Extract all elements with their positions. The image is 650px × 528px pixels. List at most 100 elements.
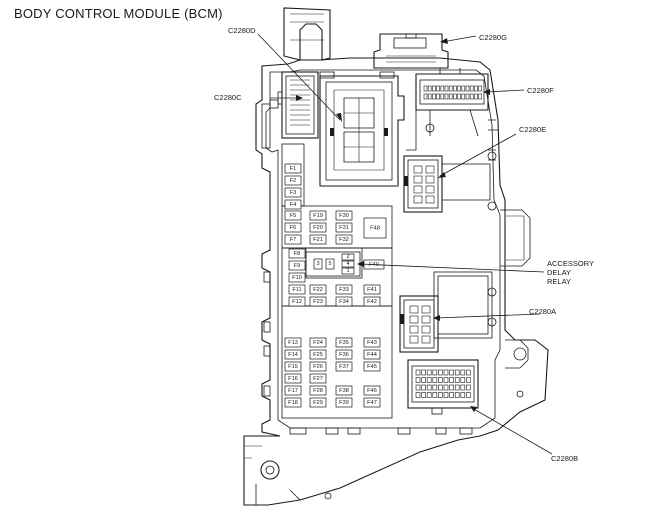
- connector-pin: [448, 93, 453, 100]
- connector-pin: [413, 165, 423, 174]
- connector-pin: [436, 85, 440, 92]
- relay-pin-5: 5: [328, 261, 331, 267]
- connector-pin: [469, 93, 474, 100]
- fuse-f21: F21: [309, 234, 327, 245]
- fuse-body: [363, 284, 381, 295]
- fuse-label: F4: [290, 202, 297, 208]
- fuse-body: [363, 385, 381, 396]
- connector-pin: [444, 93, 449, 100]
- connector-pin: [438, 369, 443, 376]
- fuse-body: [284, 163, 302, 174]
- fuse-body: [288, 260, 306, 271]
- fuse-label: F23: [313, 299, 323, 305]
- connector-pin: [415, 369, 421, 376]
- fuse-f8: F8: [288, 248, 306, 259]
- fuse-label: F19: [313, 213, 323, 219]
- fuse-body: [309, 222, 327, 233]
- fuse-f46: F46: [363, 385, 381, 396]
- diagram-title: BODY CONTROL MODULE (BCM): [14, 6, 223, 21]
- fuse-f37: F37: [335, 361, 353, 372]
- connector-c2280b: [407, 359, 479, 415]
- fuse-body: [363, 296, 381, 307]
- connector-pin: [443, 384, 449, 391]
- connector-pin: [457, 85, 461, 92]
- label-c2280a: C2280A: [529, 307, 556, 316]
- connector-pin: [474, 93, 478, 100]
- fuse-f17: F17: [284, 385, 302, 396]
- fuse-label: F42: [367, 299, 377, 305]
- connector-pin: [415, 384, 421, 391]
- connector-pin: [432, 384, 438, 391]
- connector-pin: [440, 93, 445, 100]
- fuse-body: [309, 296, 327, 307]
- connector-pin: [421, 335, 431, 344]
- fuse-label: F26: [313, 364, 323, 370]
- fuse-label: F43: [367, 340, 377, 346]
- connector-pin: [469, 85, 474, 92]
- connector-pin: [438, 377, 443, 383]
- fuse-f45: F45: [363, 361, 381, 372]
- connector-pin: [436, 93, 440, 100]
- connector-pin: [409, 325, 419, 334]
- fuse-f43: F43: [363, 337, 381, 348]
- fuse-label: F11: [292, 287, 301, 293]
- connector-pin: [438, 384, 443, 391]
- fuse-body: [284, 210, 302, 221]
- fuse-body: [284, 349, 302, 360]
- fuse-body: [335, 397, 353, 408]
- fuse-body: [335, 296, 353, 307]
- fuse-body: [335, 234, 353, 245]
- fuse-f27: F27: [309, 373, 327, 384]
- fuse-body: [335, 210, 353, 221]
- connector-pin: [409, 305, 419, 314]
- fuse-label: F27: [313, 376, 323, 382]
- connector-pin: [427, 85, 432, 92]
- connector-pin: [409, 335, 419, 344]
- connector-pin: [421, 384, 426, 391]
- fuse-body: [288, 272, 306, 283]
- fuse-body: [363, 337, 381, 348]
- fuse-body: [309, 284, 327, 295]
- connector-pin: [421, 392, 426, 398]
- connector-pin: [461, 85, 466, 92]
- fuse-body: [335, 385, 353, 396]
- fuse-label: F48: [370, 225, 380, 231]
- connector-pin: [448, 85, 453, 92]
- connector-pin: [432, 93, 436, 100]
- fuse-f28: F28: [309, 385, 327, 396]
- fuse-f44: F44: [363, 349, 381, 360]
- connector-pin: [474, 85, 478, 92]
- connector-c2280d: [319, 71, 405, 187]
- label-relay-line-1: ACCESSORY: [547, 259, 594, 268]
- callout-labels: C2280D C2280C C2280G C2280F C2280E ACCES…: [214, 26, 594, 463]
- fuse-label: F31: [339, 225, 349, 231]
- fuse-body: [309, 361, 327, 372]
- fuse-body: [284, 397, 302, 408]
- connector-pin: [421, 377, 426, 383]
- fuse-label: F14: [288, 352, 298, 358]
- fuse-label: F16: [288, 376, 298, 382]
- connector-pin: [413, 195, 423, 204]
- label-c2280e: C2280E: [519, 125, 546, 134]
- fuse-label: F13: [288, 340, 298, 346]
- fuse-body: [284, 175, 302, 186]
- fuse-label: F15: [288, 364, 298, 370]
- connector-pin: [425, 175, 435, 184]
- connector-pin: [432, 392, 438, 398]
- fuse-f34: F34: [335, 296, 353, 307]
- fuse-label: F18: [288, 400, 298, 406]
- connector-pin: [443, 392, 449, 398]
- fuse-label: F6: [290, 225, 297, 231]
- connector-c2280e: [403, 151, 497, 213]
- fuse-label: F28: [313, 388, 323, 394]
- connector-pin: [466, 392, 471, 398]
- fuse-f47: F47: [363, 397, 381, 408]
- connector-c2280c: [277, 71, 319, 139]
- fuse-label: F24: [313, 340, 323, 346]
- fuse-f10: F10: [288, 272, 306, 283]
- connector-pin: [466, 384, 471, 391]
- fuse-label: F36: [339, 352, 349, 358]
- fuse-body: [284, 373, 302, 384]
- fuse-label: F29: [313, 400, 323, 406]
